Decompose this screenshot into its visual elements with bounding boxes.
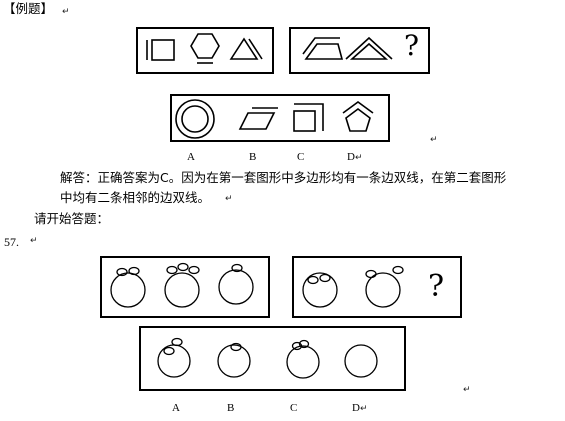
question-question-mark: ? bbox=[428, 269, 445, 304]
question-option-b-label: B bbox=[227, 402, 235, 414]
example-set2-box bbox=[289, 27, 430, 74]
example-option-d-label: D bbox=[347, 151, 355, 163]
return-mark: ↵ bbox=[463, 385, 471, 395]
return-mark: ↵ bbox=[30, 236, 38, 246]
start-prompt: 请开始答题： bbox=[34, 211, 110, 226]
option-a-circle-figure bbox=[157, 337, 191, 378]
example-option-a-label: A bbox=[187, 151, 195, 163]
question-option-d-label: D bbox=[352, 402, 360, 414]
question-options-box bbox=[139, 326, 406, 391]
question-option-c-label: C bbox=[290, 402, 298, 414]
circle-two-small-circles-figure bbox=[110, 266, 146, 308]
option-b-parallelogram-figure bbox=[238, 107, 278, 130]
example-option-c-label: C bbox=[297, 151, 305, 163]
triangle-double-side-figure bbox=[229, 37, 263, 60]
square-double-side-figure bbox=[146, 39, 175, 61]
circle-three-small-circles-figure bbox=[164, 262, 200, 308]
example-heading: 【例题】 bbox=[3, 1, 54, 16]
example-set1-box bbox=[136, 27, 274, 74]
option-c-square-figure bbox=[293, 103, 324, 132]
question-option-a-label: A bbox=[172, 402, 180, 414]
return-mark: ↵ bbox=[62, 7, 70, 17]
example-options-box bbox=[170, 94, 390, 142]
circle-two-inner-circles-figure bbox=[302, 272, 338, 308]
triangle-two-double-sides-figure bbox=[345, 36, 393, 60]
hexagon-double-side-figure bbox=[190, 33, 220, 64]
example-option-b-label: B bbox=[249, 151, 257, 163]
explanation-line-2: 中均有二条相邻的边双线。 bbox=[60, 190, 211, 205]
option-c-circle-figure bbox=[286, 339, 320, 379]
circle-one-small-circle-figure bbox=[218, 263, 254, 305]
example-question-mark: ? bbox=[404, 29, 420, 62]
option-a-circle-figure bbox=[175, 99, 215, 139]
explanation-line-1: 解答：正确答案为C。因为在第一套图形中多边形均有一条边双线，在第二套图形 bbox=[60, 170, 507, 185]
return-mark: ↵ bbox=[355, 153, 363, 163]
return-mark: ↵ bbox=[225, 194, 233, 204]
option-b-circle-figure bbox=[217, 342, 251, 378]
trapezoid-double-side-figure bbox=[302, 37, 344, 60]
question-set1-box bbox=[100, 256, 270, 318]
question-number: 57. bbox=[4, 235, 19, 249]
return-mark: ↵ bbox=[430, 135, 438, 145]
option-d-circle-figure bbox=[344, 344, 378, 378]
return-mark: ↵ bbox=[360, 404, 368, 414]
circle-mixed-small-circles-figure bbox=[365, 265, 404, 308]
question-set2-box bbox=[292, 256, 462, 318]
option-d-pentagon-figure bbox=[342, 101, 374, 132]
